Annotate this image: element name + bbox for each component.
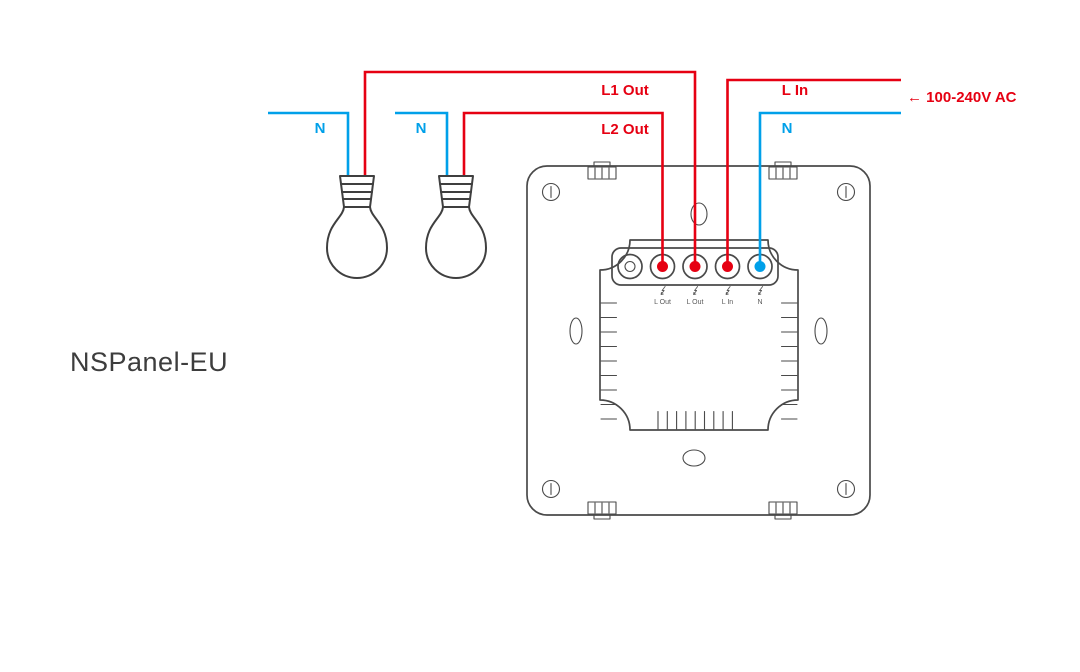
terminal-dot-l-in	[722, 261, 733, 272]
device-name-label: NSPanel-EU	[70, 347, 228, 377]
mounting-clip-bottom-right	[768, 501, 798, 520]
corner-screw-bottom-right	[836, 479, 856, 499]
corner-screw-top-left	[541, 182, 561, 202]
terminal-dot-l-out-2	[689, 261, 701, 272]
vent-ridges-right	[780, 302, 798, 420]
corner-screw-top-right	[836, 182, 856, 202]
terminal-label-n: N	[757, 299, 762, 306]
terminal-unused	[617, 253, 643, 280]
light-bulb-2	[425, 175, 487, 279]
screw-hole-top-center	[690, 202, 708, 226]
lightning-icon	[725, 286, 731, 295]
mounting-clip-bottom-left	[587, 501, 617, 520]
corner-screw-bottom-left	[541, 479, 561, 499]
terminal-label-l-out-1: L Out	[654, 299, 671, 306]
terminal-unused-hole	[624, 260, 636, 273]
live-wires	[363, 70, 901, 267]
lightning-icon	[758, 286, 764, 295]
label-supply-voltage: ← 100-240V AC	[907, 89, 1017, 106]
screw-hole-bottom-center	[682, 449, 706, 467]
label-n-supply: N	[782, 120, 793, 137]
wire-n-bulb1	[268, 111, 350, 176]
terminal-label-l-in: L In	[722, 299, 734, 306]
side-slot-right	[814, 317, 828, 345]
terminal-dot-n	[754, 261, 766, 272]
wire-n-bulb2	[395, 111, 449, 176]
neutral-wires	[268, 111, 901, 267]
wire-l-in-supply	[726, 78, 901, 267]
label-n-bulb2: N	[416, 120, 427, 137]
side-slot-left	[569, 317, 583, 345]
vent-ridges-left	[600, 302, 618, 420]
wire-l1-out	[363, 70, 697, 267]
lightning-icon	[660, 286, 666, 295]
label-l2-out: L2 Out	[601, 121, 649, 138]
label-l1-out: L1 Out	[601, 82, 649, 99]
label-l-in: L In	[782, 82, 808, 99]
lightning-icon	[693, 286, 699, 295]
inner-mounting-plate	[599, 239, 799, 431]
wire-l2-out	[462, 111, 664, 267]
mounting-clip-top-right	[768, 161, 798, 180]
nspanel-back-panel: L Out L Out L In N	[526, 161, 871, 520]
mounting-clip-top-left	[587, 161, 617, 180]
panel-outer-frame	[526, 165, 871, 516]
terminal-dot-l-out-1	[657, 261, 668, 272]
vent-ridges-bottom	[657, 410, 733, 430]
label-n-bulb1: N	[315, 120, 326, 137]
light-bulb-1	[326, 175, 388, 279]
terminal-label-l-out-2: L Out	[687, 299, 704, 306]
wire-n-supply	[758, 111, 901, 267]
